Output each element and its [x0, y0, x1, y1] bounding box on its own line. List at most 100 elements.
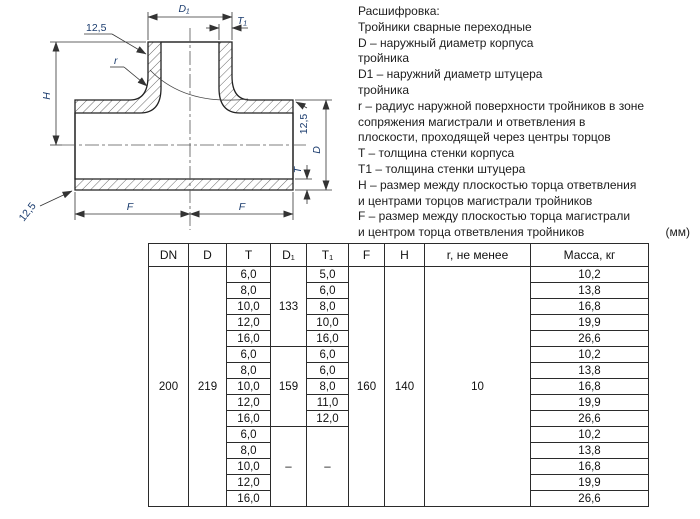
cell-d1: 159	[270, 346, 307, 427]
dim-label-t: T	[292, 165, 304, 173]
leader-line	[111, 33, 147, 55]
legend-unit-note: (мм)	[665, 225, 691, 240]
table-row: 10,0 8,0 16,8	[149, 298, 649, 315]
cell-t: 12,0	[226, 394, 271, 411]
cell-t1: 6,0	[306, 282, 349, 299]
cell-h: 140	[384, 266, 425, 507]
legend-line: F – размер между плоскостью торца магист…	[358, 209, 631, 224]
legend-line: T – толщина стенки корпуса	[358, 146, 515, 161]
cell-t: 8,0	[226, 442, 271, 459]
leader-line	[39, 190, 73, 207]
table-row: 8,0 13,8	[149, 442, 649, 459]
cell-mass: 26,6	[530, 330, 649, 347]
cell-mass: 13,8	[530, 362, 649, 379]
cell-dn: 200	[148, 266, 189, 507]
legend-line: плоскости, проходящей через центры торцо…	[358, 130, 611, 145]
cell-t1: 12,0	[306, 410, 349, 427]
cell-t: 6,0	[226, 266, 271, 283]
cell-t: 8,0	[226, 362, 271, 379]
cell-mass: 16,8	[530, 378, 649, 395]
legend-line: Тройники сварные переходные	[358, 19, 532, 34]
dim-label-h: H	[41, 92, 53, 100]
cell-mass: 16,8	[530, 458, 649, 475]
dim-label-t1: T₁	[237, 15, 247, 27]
cell-t: 10,0	[226, 378, 271, 395]
cell-t: 12,0	[226, 314, 271, 331]
cell-mass: 26,6	[530, 410, 649, 427]
legend-line: H – размер между плоскостью торца ответв…	[358, 177, 637, 192]
table-row: 8,0 6,0 13,8	[149, 282, 649, 299]
spec-table: DN D T D₁ T₁ F H r, не менее Масса, кг 2…	[148, 243, 649, 507]
column-header-dn: DN	[148, 243, 189, 267]
cell-d1: –	[270, 426, 307, 507]
cell-t: 8,0	[226, 282, 271, 299]
cell-t: 16,0	[226, 330, 271, 347]
cell-mass: 16,8	[530, 298, 649, 315]
column-header-h: H	[384, 243, 425, 267]
dim-label-angle-top: 12,5	[86, 22, 107, 34]
cell-t1: 8,0	[306, 298, 349, 315]
cell-mass: 19,9	[530, 474, 649, 491]
column-header-f: F	[348, 243, 385, 267]
cell-mass: 26,6	[530, 490, 649, 507]
tee-bore-outline	[74, 41, 294, 180]
column-header-d1: D₁	[270, 243, 307, 267]
cell-t1: 5,0	[306, 266, 349, 283]
leader-line	[123, 66, 148, 87]
legend-line-text: и центром торца ответвления тройников	[358, 225, 585, 240]
tee-wall-hatching	[75, 42, 293, 190]
tee-section-drawing: D₁ T₁ 12,5 r H D 12,5 T	[17, 3, 332, 230]
cell-mass: 10,2	[530, 266, 649, 283]
cell-t: 16,0	[226, 410, 271, 427]
legend-line: D1 – наружний диаметр штуцера	[358, 67, 543, 82]
cell-mass: 13,8	[530, 442, 649, 459]
cell-t1: –	[306, 426, 349, 507]
legend-line: D – наружный диаметр корпуса	[358, 35, 534, 50]
cell-t1: 6,0	[306, 362, 349, 379]
cell-d: 219	[188, 266, 227, 507]
legend-line: тройника	[358, 82, 410, 97]
table-row: 12,0 19,9	[149, 474, 649, 491]
column-header-mass: Масса, кг	[530, 243, 649, 267]
cell-t: 12,0	[226, 474, 271, 491]
table-row: 10,0 8,0 16,8	[149, 378, 649, 395]
table-row: 6,0 – – 10,2	[149, 426, 649, 507]
table-row: 16,0 26,6	[149, 490, 649, 507]
cell-t: 6,0	[226, 346, 271, 363]
dim-label-d1: D₁	[179, 3, 191, 15]
cell-r-min: 10	[424, 266, 531, 507]
legend-line: тройника	[358, 51, 410, 66]
dim-label-angle-bottom: 12,5	[17, 200, 39, 224]
legend-line: (мм) и центром торца ответвления тройник…	[358, 225, 694, 241]
cell-t1: 8,0	[306, 378, 349, 395]
dim-label-f-left: F	[127, 201, 134, 213]
cell-t: 10,0	[226, 458, 271, 475]
legend-line: r – радиус наружной поверхности тройнико…	[358, 98, 645, 113]
dim-label-d: D	[311, 146, 323, 154]
cell-mass: 10,2	[530, 346, 649, 363]
dim-label-r: r	[114, 55, 118, 67]
table-row: 200 219 6,0 133 5,0 160 140 10 10,2	[148, 266, 649, 507]
dim-label-angle-right: 12,5	[298, 114, 310, 135]
cell-mass: 13,8	[530, 282, 649, 299]
column-header-d: D	[188, 243, 227, 267]
legend-line: и центрами торцов магистрали тройников	[358, 193, 593, 208]
leader-line	[295, 101, 308, 110]
table-row: 8,0 6,0 13,8	[149, 362, 649, 379]
legend-line: T1 – толщина стенки штуцера	[358, 161, 526, 176]
weld-joint-line	[149, 69, 249, 101]
cell-mass: 19,9	[530, 314, 649, 331]
cell-t1: 10,0	[306, 314, 349, 331]
cell-t1: 6,0	[306, 346, 349, 363]
table-row: 12,0 10,0 19,9	[149, 314, 649, 331]
table-row: 12,0 11,0 19,9	[149, 394, 649, 411]
cell-f: 160	[348, 266, 385, 507]
cell-t1: 16,0	[306, 330, 349, 347]
table-row: 16,0 12,0 26,6	[149, 410, 649, 427]
cell-mass: 10,2	[530, 426, 649, 443]
cell-t: 6,0	[226, 426, 271, 443]
table-header-row: DN D T D₁ T₁ F H r, не менее Масса, кг	[148, 243, 649, 267]
cell-mass: 19,9	[530, 394, 649, 411]
legend-title: Расшифровка:	[358, 4, 440, 18]
